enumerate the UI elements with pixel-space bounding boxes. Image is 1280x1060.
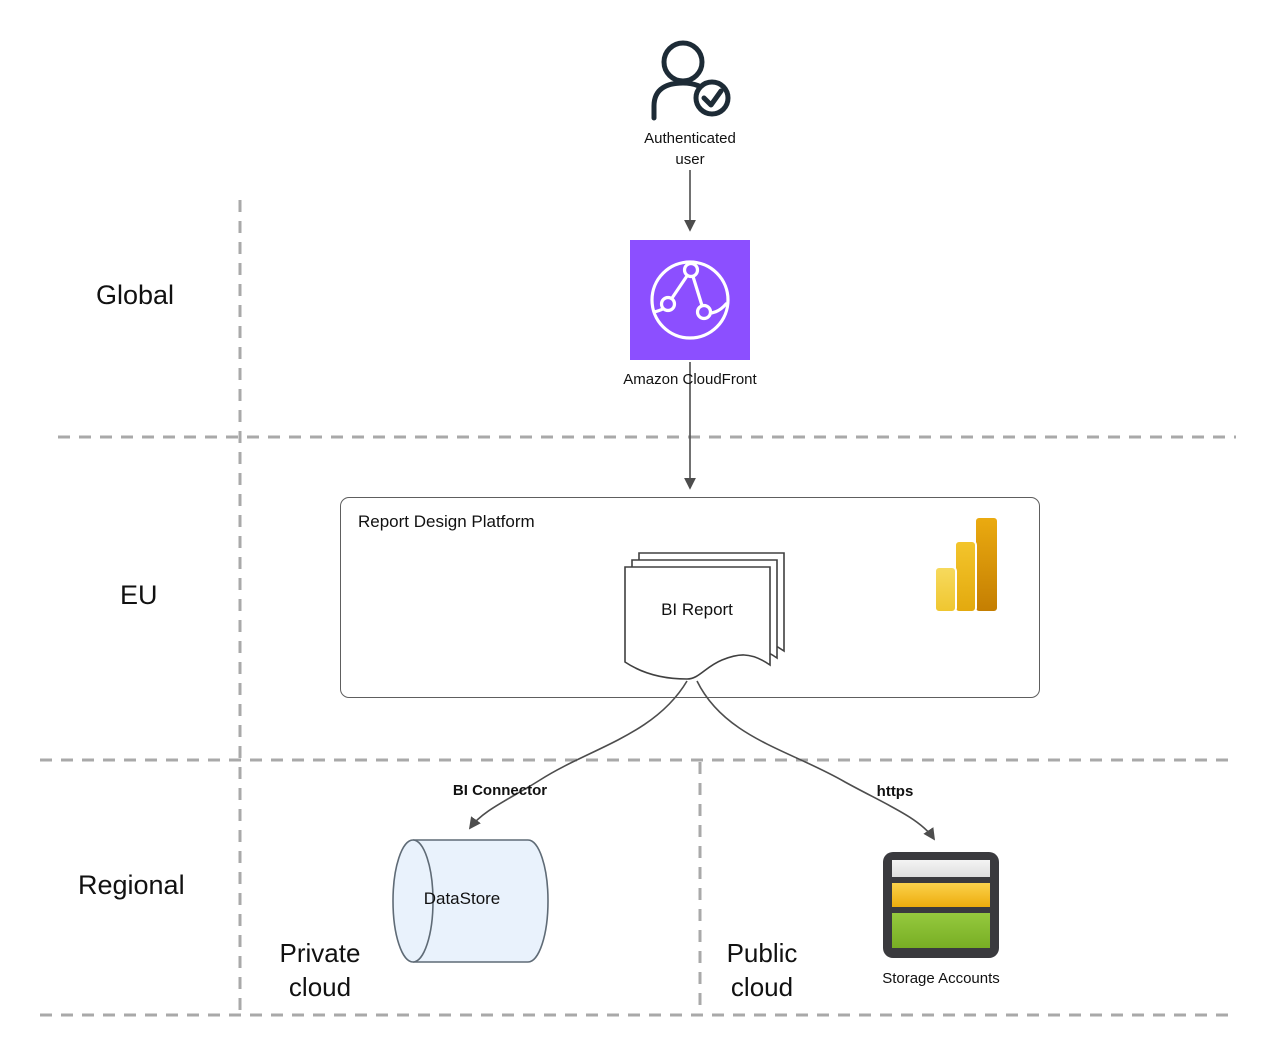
globe-network-nodes bbox=[659, 261, 713, 321]
platform-title: Report Design Platform bbox=[358, 512, 535, 531]
private-cloud-label: Private cloud bbox=[279, 938, 361, 1002]
public-cloud-label: Public cloud bbox=[726, 938, 798, 1002]
region-label-global: Global bbox=[96, 280, 175, 310]
https-edge-label: https bbox=[876, 783, 914, 800]
globe-network-lines bbox=[652, 268, 728, 315]
check-badge-circle bbox=[693, 79, 731, 117]
network-line bbox=[666, 268, 693, 306]
person-body bbox=[651, 80, 710, 121]
cloudfront-tile bbox=[630, 240, 750, 360]
globe-circle bbox=[650, 260, 730, 340]
check-mark bbox=[701, 88, 724, 108]
network-node bbox=[682, 261, 700, 279]
authenticated-user-label: Authenticated user bbox=[644, 130, 736, 168]
region-label-regional: Regional bbox=[78, 870, 185, 900]
storage-band-yellow bbox=[892, 883, 990, 907]
network-node bbox=[695, 303, 713, 321]
report-design-platform-box: Report Design Platform bbox=[340, 497, 1040, 698]
cloudfront-label: Amazon CloudFront bbox=[623, 371, 757, 388]
aws-cloudfront-globe-network-icon bbox=[630, 240, 750, 360]
storage-accounts-label: Storage Accounts bbox=[882, 970, 1000, 987]
network-line bbox=[689, 268, 706, 314]
arrow-bireport-to-storage bbox=[696, 680, 935, 841]
storage-band-green bbox=[892, 913, 990, 948]
storage-frame bbox=[883, 852, 999, 958]
bi-report-label: BI Report bbox=[661, 600, 733, 619]
network-line bbox=[652, 302, 670, 314]
person-with-check-icon bbox=[651, 40, 731, 121]
azure-storage-accounts-icon bbox=[883, 852, 999, 958]
arrow-bireport-to-datastore bbox=[468, 680, 688, 830]
network-line bbox=[702, 302, 728, 315]
bi-connector-edge-label: BI Connector bbox=[452, 782, 548, 799]
storage-band-gray bbox=[892, 860, 990, 877]
network-node bbox=[659, 295, 677, 313]
region-label-eu: EU bbox=[120, 580, 158, 610]
person-head bbox=[661, 40, 705, 84]
datastore-label: DataStore bbox=[423, 889, 501, 908]
